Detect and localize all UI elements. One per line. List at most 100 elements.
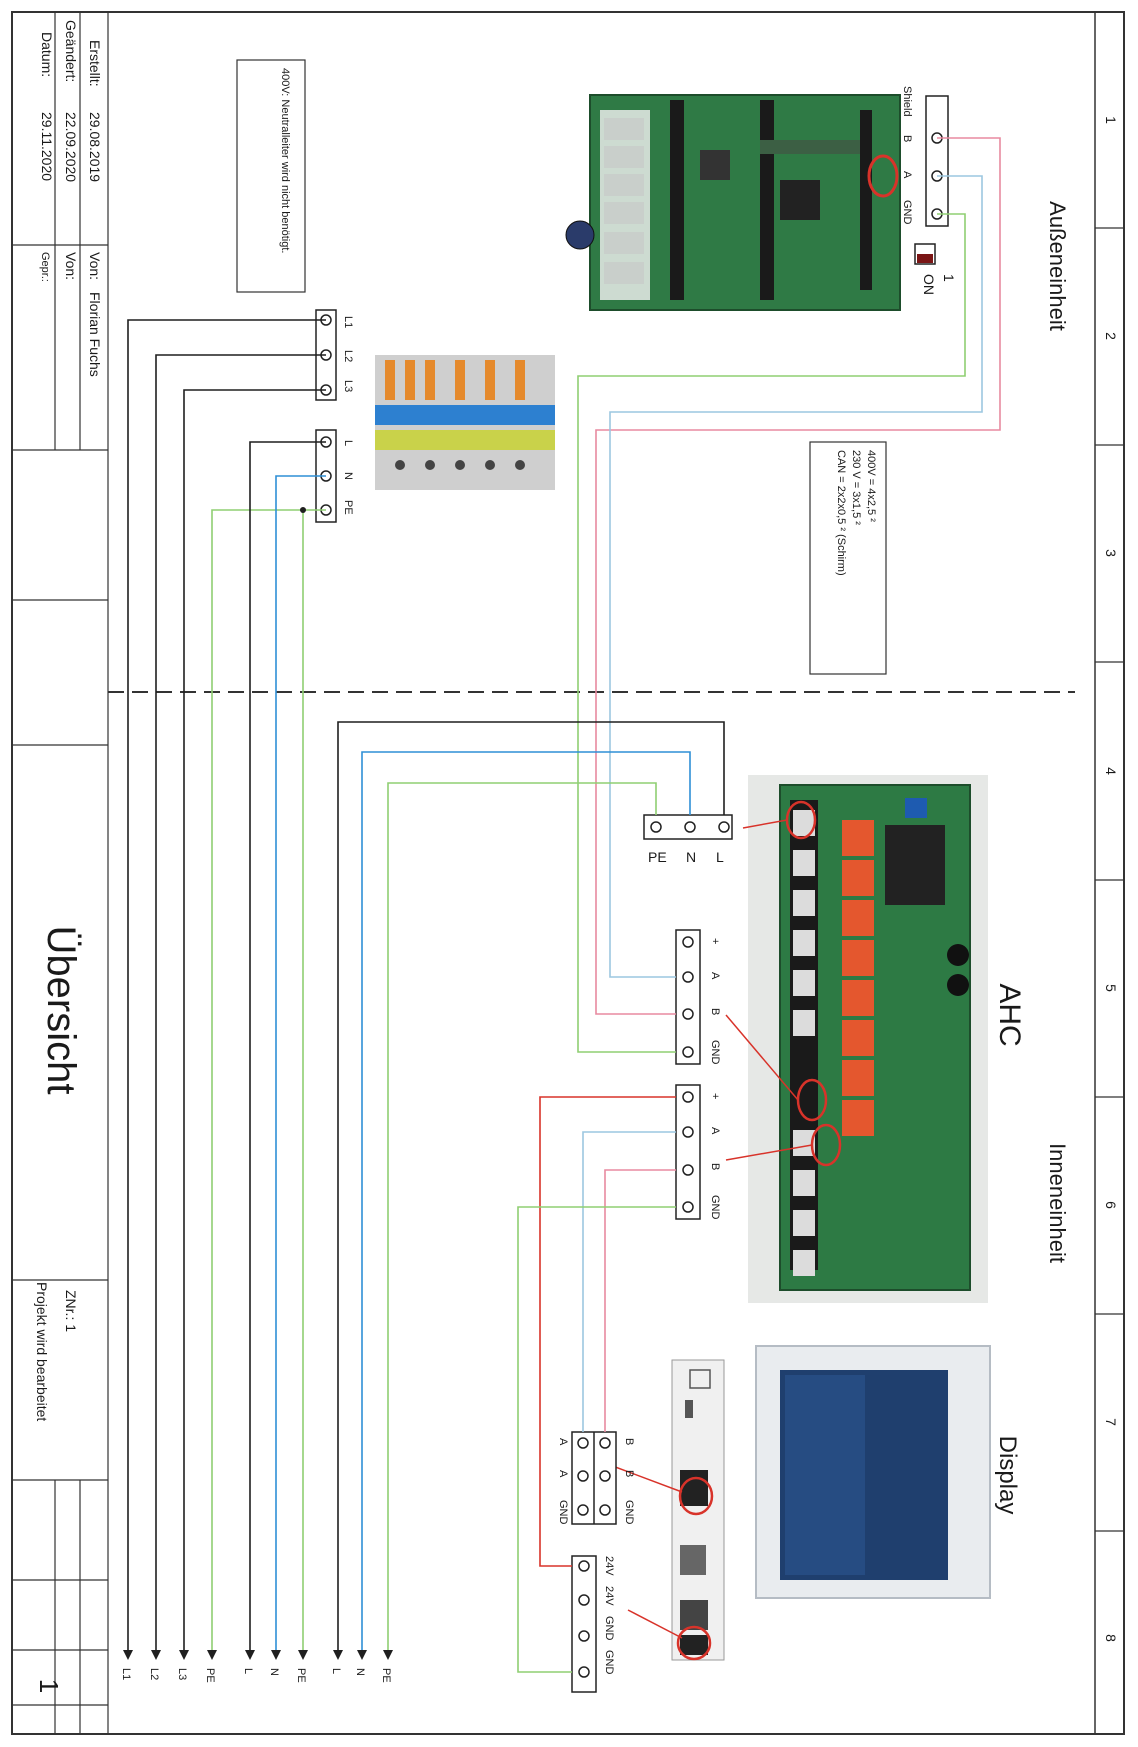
wire-pe-3phase bbox=[211, 509, 303, 1650]
cable-spec-can: CAN = 2x2x0,5 ² (Schirm) bbox=[835, 450, 847, 576]
wire-24v bbox=[539, 1096, 676, 1567]
display-power-terminal: 24V 24V GND GND bbox=[571, 1555, 615, 1693]
display-connector-panel bbox=[609, 1359, 725, 1661]
neutral-note: 400V: Neutralleiter wird nicht benötigt. bbox=[236, 59, 306, 293]
title-block-text: Erstellt: 29.08.2019 Von: Florian Fuchs … bbox=[34, 20, 103, 1693]
wire-l-ahc bbox=[337, 721, 725, 1650]
terminal-l: L bbox=[342, 440, 354, 446]
column-1: 1 bbox=[1103, 116, 1119, 124]
column-4: 4 bbox=[1103, 767, 1119, 775]
display-power-24v-2: 24V bbox=[603, 1586, 615, 1606]
wire-can-gnd bbox=[577, 213, 966, 1053]
bottom-label-n: N bbox=[268, 1668, 280, 1676]
column-6: 6 bbox=[1103, 1201, 1119, 1209]
ahc-label: AHC bbox=[993, 983, 1026, 1046]
bus1-gnd: GND bbox=[709, 1040, 721, 1065]
display-power-24v-1: 24V bbox=[603, 1556, 615, 1576]
title-block bbox=[12, 12, 109, 1734]
bottom-label-l2: L2 bbox=[148, 1668, 160, 1680]
geaendert-date: 22.09.2020 bbox=[63, 112, 79, 182]
terminal-gnd: GND bbox=[901, 200, 913, 225]
erstellt-date: 29.08.2019 bbox=[87, 112, 103, 182]
bottom-label-l: L bbox=[242, 1668, 254, 1674]
bottom-label-pe2: PE bbox=[295, 1668, 307, 1683]
bottom-label-pe-ahc: PE bbox=[380, 1668, 392, 1683]
wire-l3 bbox=[183, 389, 326, 1650]
bus1-a: A bbox=[709, 972, 721, 980]
wire-can-b bbox=[595, 137, 1001, 1015]
bus1-plus: + bbox=[709, 938, 721, 944]
wire-pe-ahc bbox=[387, 782, 657, 1650]
von2-label: Von: bbox=[63, 252, 79, 280]
bottom-labels: L1 L2 L3 PE L N PE L N PE bbox=[120, 1668, 392, 1683]
ahc-controller-board bbox=[725, 775, 988, 1303]
bottom-label-l-ahc: L bbox=[330, 1668, 342, 1674]
datum-label: Datum: bbox=[39, 32, 55, 77]
highlight-circle bbox=[676, 1625, 712, 1661]
gepr-label: Gepr.: bbox=[39, 252, 51, 282]
highlight-circle bbox=[678, 1476, 714, 1516]
dip-switch-on: ON bbox=[921, 274, 937, 295]
ahc-bus-terminal-display: + A B GND bbox=[675, 1084, 721, 1220]
terminal-a: A bbox=[901, 171, 913, 179]
sheet-frame bbox=[11, 11, 1125, 1735]
datum-date: 29.11.2020 bbox=[39, 112, 55, 181]
display-top-b1: B bbox=[623, 1438, 635, 1445]
von-label: Von: bbox=[87, 252, 103, 280]
bottom-arrows bbox=[123, 1650, 393, 1660]
bottom-label-l3: L3 bbox=[176, 1668, 188, 1680]
column-8: 8 bbox=[1103, 1634, 1119, 1642]
project-status: Projekt wird bearbeitet bbox=[34, 1282, 50, 1421]
author-name: Florian Fuchs bbox=[87, 292, 103, 377]
bus2-plus: + bbox=[709, 1093, 721, 1099]
bus2-b: B bbox=[709, 1163, 721, 1170]
column-5: 5 bbox=[1103, 984, 1119, 992]
highlight-circle bbox=[867, 154, 899, 198]
column-7: 7 bbox=[1103, 1418, 1119, 1426]
display-power-gnd-2: GND bbox=[603, 1650, 615, 1675]
display-power-gnd-1: GND bbox=[603, 1616, 615, 1641]
terminal-l2: L2 bbox=[342, 350, 354, 362]
sheet-number: 1 bbox=[34, 1679, 64, 1693]
column-3: 3 bbox=[1103, 549, 1119, 557]
column-numbers: 1 2 3 4 5 6 7 8 bbox=[1103, 116, 1119, 1642]
bottom-label-n-ahc: N bbox=[354, 1668, 366, 1676]
terminal-strip-photo bbox=[375, 355, 555, 490]
display-top-gnd: GND bbox=[623, 1500, 635, 1525]
terminal-shield: Shield bbox=[901, 86, 913, 117]
wire-can-a bbox=[609, 175, 983, 978]
column-2: 2 bbox=[1103, 332, 1119, 340]
column-ruler bbox=[1095, 227, 1124, 1532]
cable-spec-box: 400V = 4x2,5 ² 230 V = 3x1,5 ² CAN = 2x2… bbox=[809, 441, 887, 675]
display-bottom-a2: A bbox=[557, 1470, 569, 1478]
sheet-title: Übersicht bbox=[39, 926, 83, 1095]
outdoor-terminal-block: Shield B A GND 1 ON bbox=[901, 86, 957, 295]
terminal-ahc-n: N bbox=[686, 849, 696, 865]
terminal-l3: L3 bbox=[342, 380, 354, 392]
wire-n-ahc bbox=[361, 751, 691, 1650]
wire-n-supply bbox=[275, 475, 326, 1650]
neutral-note-text: 400V: Neutralleiter wird nicht benötigt. bbox=[279, 68, 291, 253]
display-bottom-a1: A bbox=[557, 1438, 569, 1446]
display-top-b2: B bbox=[623, 1470, 635, 1477]
wire-l2 bbox=[155, 354, 326, 1650]
erstellt-label: Erstellt: bbox=[87, 40, 103, 87]
ahc-power-terminal: PE N L bbox=[643, 814, 733, 865]
wire-display-b bbox=[604, 1169, 676, 1432]
outdoor-controller-board bbox=[565, 94, 901, 311]
wires bbox=[127, 137, 1001, 1673]
cable-spec-230v: 230 V = 3x1,5 ² bbox=[850, 450, 862, 525]
wire-l-supply bbox=[249, 441, 326, 1650]
outdoor-unit-label: Außeneinheit bbox=[1045, 201, 1070, 331]
display-unit bbox=[755, 1345, 991, 1599]
wire-pe-supply bbox=[302, 509, 326, 1650]
display-label: Display bbox=[994, 1436, 1021, 1515]
bus1-b: B bbox=[709, 1008, 721, 1015]
indoor-unit-label: Inneneinheit bbox=[1045, 1143, 1070, 1263]
terminal-pe: PE bbox=[342, 500, 354, 515]
ahc-bus-terminal-outdoor: + A B GND bbox=[675, 929, 721, 1065]
terminal-n: N bbox=[342, 472, 354, 480]
bottom-label-pe1: PE bbox=[204, 1668, 216, 1683]
terminal-ahc-pe: PE bbox=[648, 849, 667, 865]
